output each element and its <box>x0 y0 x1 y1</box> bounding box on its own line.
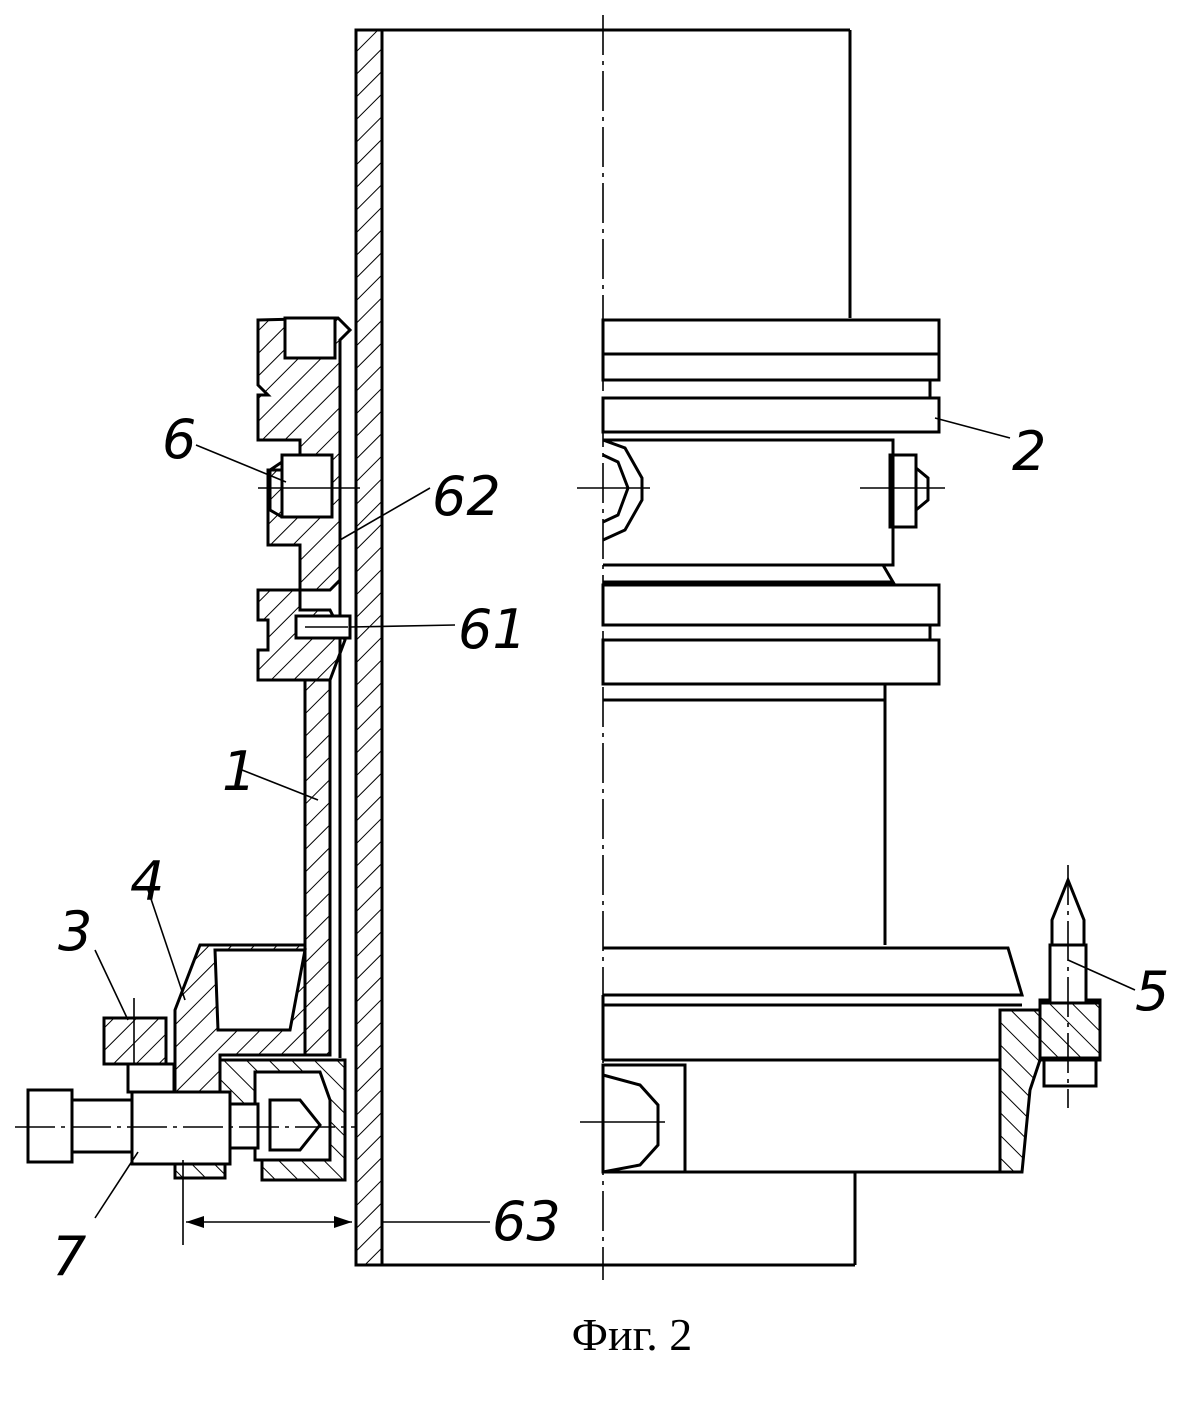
part-2-ring-assembly <box>577 320 945 945</box>
label-63: 63 <box>492 1190 561 1253</box>
bottom-right-flange <box>580 865 1100 1172</box>
label-1: 1 <box>222 740 256 803</box>
label-3: 3 <box>58 900 92 963</box>
figure-caption: Фиг. 2 <box>572 1309 693 1360</box>
label-6: 6 <box>162 408 196 471</box>
housing-1 <box>175 318 360 1095</box>
label-5: 5 <box>1135 960 1169 1023</box>
label-2: 2 <box>1012 420 1046 483</box>
label-61: 61 <box>458 598 527 661</box>
label-4: 4 <box>130 850 164 913</box>
main-tube <box>356 30 855 1265</box>
label-7: 7 <box>52 1225 86 1288</box>
label-62: 62 <box>432 465 501 528</box>
